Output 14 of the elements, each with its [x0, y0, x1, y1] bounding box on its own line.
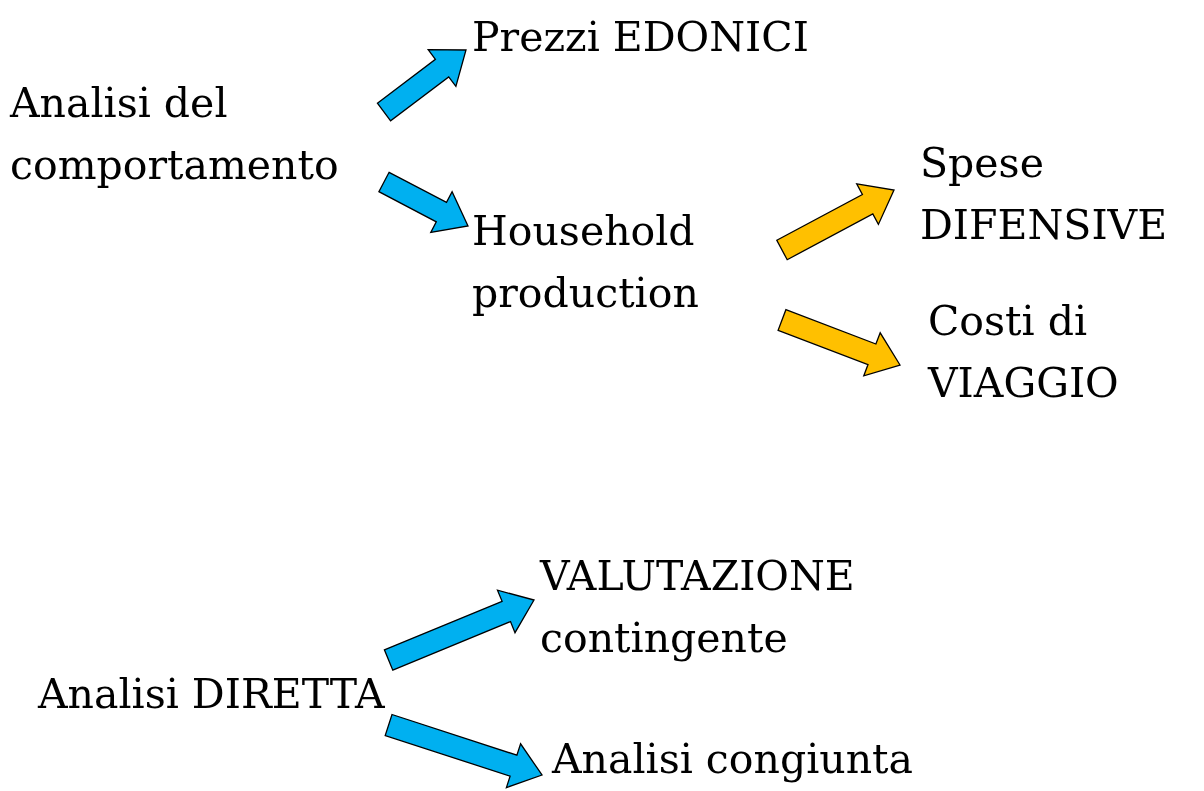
node-label: VALUTAZIONE contingente	[540, 551, 856, 664]
node-label: Costi di VIAGGIO	[928, 296, 1120, 409]
block-arrow	[384, 713, 543, 789]
block-arrow	[383, 589, 535, 672]
block-arrow	[376, 49, 467, 122]
block-arrow	[378, 171, 469, 234]
node-label: Analisi DIRETTA	[38, 669, 385, 720]
block-arrow	[777, 308, 901, 377]
node-label: Analisi congiunta	[552, 734, 913, 785]
node-label: Household production	[472, 206, 700, 319]
node-label: Analisi del comportamento	[10, 78, 340, 191]
block-arrow	[775, 183, 895, 261]
node-label: Spese DIFENSIVE	[920, 138, 1169, 251]
node-label: Prezzi EDONICI	[472, 12, 809, 63]
